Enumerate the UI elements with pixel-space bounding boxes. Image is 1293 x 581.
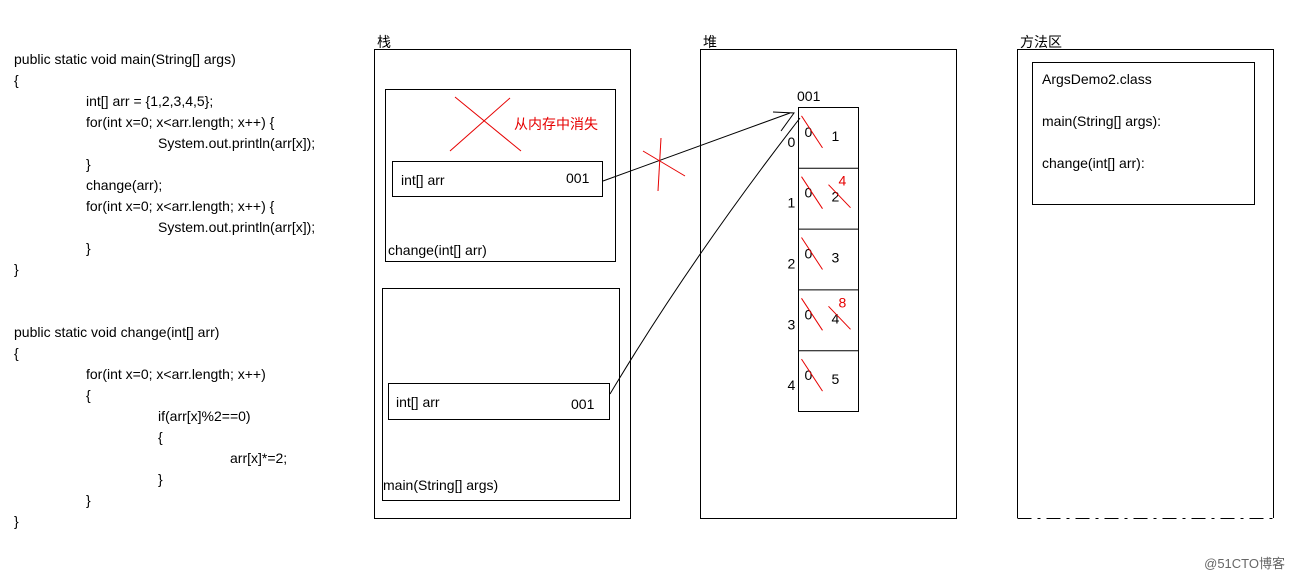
cell-index: 3	[788, 316, 796, 332]
method-entry: change(int[] arr):	[1042, 155, 1145, 171]
arrowhead	[772, 111, 795, 132]
strike-mark	[801, 237, 823, 270]
cell-new-value: 8	[839, 294, 847, 310]
code-line: }	[86, 156, 91, 172]
cell-value: 4	[832, 310, 840, 326]
main-frame: int[] arr 001 main(String[] args)	[382, 288, 620, 501]
code-line: arr[x]*=2;	[230, 450, 287, 466]
broken-ref-cross-stroke	[657, 137, 662, 192]
class-box	[1032, 62, 1255, 205]
code-line: public static void main(String[] args)	[14, 51, 236, 67]
change-var-name: int[] arr	[401, 172, 445, 188]
change-frame-label: change(int[] arr)	[388, 242, 487, 258]
cell-index: 1	[788, 195, 796, 211]
method-area: 方法区 ArgsDemo2.class main(String[] args):…	[1017, 34, 1274, 519]
code-line: for(int x=0; x<arr.length; x++) {	[86, 114, 275, 130]
code-line: for(int x=0; x<arr.length; x++) {	[86, 198, 275, 214]
code-line: for(int x=0; x<arr.length; x++)	[86, 366, 266, 382]
cell-index: 0	[788, 134, 796, 150]
code-listing: public static void main(String[] args) {…	[14, 51, 315, 529]
main-ref-arrow	[609, 117, 801, 395]
code-line: System.out.println(arr[x]);	[158, 219, 315, 235]
class-name: ArgsDemo2.class	[1042, 71, 1152, 87]
code-line: {	[14, 72, 19, 88]
code-line: }	[86, 492, 91, 508]
change-frame: 从内存中消失 int[] arr 001 change(int[] arr)	[385, 89, 616, 262]
stack-area: 栈 从内存中消失 int[] arr 001 change(int[] arr)…	[374, 34, 631, 519]
code-line: public static void change(int[] arr)	[14, 324, 219, 340]
main-var-name: int[] arr	[396, 394, 440, 410]
cell-value: 2	[832, 189, 840, 205]
main-var-addr: 001	[571, 396, 595, 412]
code-line: int[] arr = {1,2,3,4,5};	[86, 93, 213, 109]
cell-old-value: 0	[805, 185, 813, 201]
code-line: {	[86, 387, 91, 403]
cell-value: 3	[832, 250, 840, 266]
cell-old-value: 0	[805, 306, 813, 322]
array-box	[798, 107, 859, 412]
code-line: }	[158, 471, 163, 487]
watermark: @51CTO博客	[1204, 556, 1285, 571]
method-area-box	[1017, 49, 1274, 518]
main-frame-label: main(String[] args)	[383, 477, 498, 493]
stack-box	[374, 49, 631, 519]
main-var-box	[388, 383, 610, 420]
heap-box	[700, 49, 957, 519]
method-entry: main(String[] args):	[1042, 113, 1161, 129]
code-line: {	[158, 429, 163, 445]
strike-mark	[801, 358, 823, 392]
strike-mark	[801, 176, 823, 209]
strike-mark	[801, 115, 823, 149]
reference-arrows	[602, 111, 801, 395]
code-line: change(arr);	[86, 177, 162, 193]
cell-index: 4	[788, 377, 796, 393]
cell-value: 5	[832, 371, 840, 387]
heap-title: 堆	[703, 34, 717, 50]
disappear-note: 从内存中消失	[514, 116, 598, 132]
heap-addr: 001	[797, 88, 821, 104]
cell-old-value: 0	[805, 246, 813, 262]
change-var-box	[392, 161, 603, 197]
cell-old-value: 0	[805, 124, 813, 140]
cell-new-value: 4	[839, 173, 847, 189]
stack-title: 栈	[377, 34, 391, 50]
cell-index: 2	[788, 256, 796, 272]
cell-old-value: 0	[805, 367, 813, 383]
broken-ref-cross-stroke	[642, 150, 686, 177]
change-var-addr: 001	[566, 170, 590, 186]
cell-value: 1	[832, 128, 840, 144]
change-ref-arrow	[602, 112, 791, 182]
cross-mark-stroke	[449, 97, 511, 152]
cross-mark-stroke	[454, 96, 522, 152]
main-frame-box	[382, 288, 620, 501]
change-frame-box	[385, 89, 616, 262]
code-line: {	[14, 345, 19, 361]
method-area-title: 方法区	[1020, 34, 1062, 50]
code-line: System.out.println(arr[x]);	[158, 135, 315, 151]
code-line: if(arr[x]%2==0)	[158, 408, 251, 424]
strike-mark	[801, 298, 823, 331]
strike-mark	[828, 305, 851, 330]
code-line: }	[86, 240, 91, 256]
code-line: }	[14, 513, 19, 529]
code-line: }	[14, 261, 19, 277]
strike-mark	[828, 184, 851, 209]
